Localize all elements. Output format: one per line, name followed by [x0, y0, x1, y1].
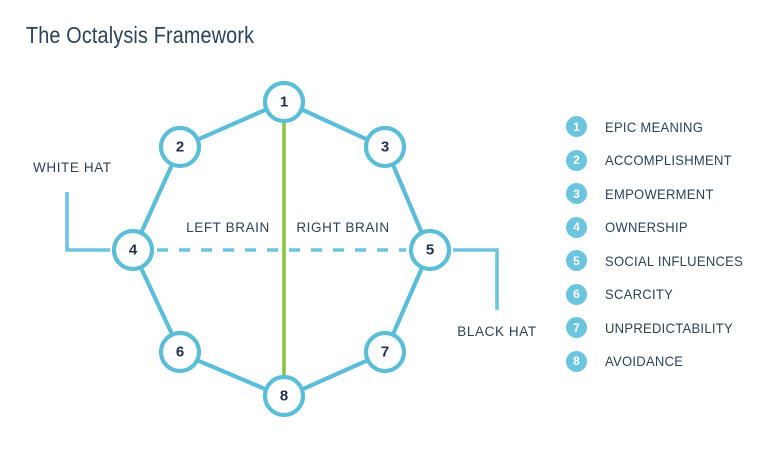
page-title: The Octalysis Framework	[26, 22, 255, 48]
legend-badge-1: 1	[566, 116, 587, 138]
edge-4-6	[139, 267, 174, 335]
edge-2-1	[196, 107, 268, 142]
node-8[interactable]: 8	[262, 374, 306, 418]
white-hat-bracket	[65, 192, 110, 252]
edge-5-7	[391, 267, 424, 335]
legend-item-3[interactable]: 3 EMPOWERMENT	[566, 177, 761, 211]
node-1[interactable]: 1	[262, 80, 306, 124]
octagon-nodes: 1 2 3 4 5 6 7	[111, 80, 452, 418]
legend-item-1[interactable]: 1 EPIC MEANING	[566, 110, 761, 144]
node-2[interactable]: 2	[158, 125, 202, 169]
edge-6-8	[196, 358, 268, 392]
legend-label-3: EMPOWERMENT	[605, 185, 714, 202]
legend-label-7: UNPREDICTABILITY	[605, 319, 733, 336]
black-hat-bracket	[453, 248, 499, 310]
legend-item-6[interactable]: 6 SCARCITY	[566, 278, 761, 312]
legend-badge-4: 4	[566, 216, 587, 238]
legend-label-1: EPIC MEANING	[605, 118, 704, 135]
edge-8-7	[300, 358, 369, 392]
node-4-label: 4	[129, 242, 138, 259]
legend-badge-6: 6	[566, 283, 587, 305]
node-6-label: 6	[176, 344, 184, 361]
legend-label-2: ACCOMPLISHMENT	[605, 152, 732, 169]
legend-label-5: SOCIAL INFLUENCES	[605, 252, 744, 269]
legend-badge-2: 2	[566, 149, 587, 171]
node-1-label: 1	[280, 94, 288, 111]
legend-label-4: OWNERSHIP	[605, 219, 688, 236]
node-2-label: 2	[176, 139, 184, 156]
node-7-label: 7	[381, 344, 389, 361]
edge-1-3	[300, 107, 369, 142]
legend-label-6: SCARCITY	[605, 286, 674, 303]
legend-label-8: AVOIDANCE	[605, 353, 684, 370]
white-hat-label: WHITE HAT	[33, 160, 112, 175]
legend-badge-8: 8	[566, 350, 587, 372]
legend-item-4[interactable]: 4 OWNERSHIP	[566, 211, 761, 245]
node-4[interactable]: 4	[111, 228, 155, 272]
edge-4-2	[139, 164, 174, 234]
legend-item-5[interactable]: 5 SOCIAL INFLUENCES	[566, 244, 761, 278]
black-hat-label: BLACK HAT	[457, 324, 536, 339]
legend-item-2[interactable]: 2 ACCOMPLISHMENT	[566, 144, 761, 178]
edge-3-5	[391, 164, 424, 234]
legend-item-7[interactable]: 7 UNPREDICTABILITY	[566, 311, 761, 345]
node-3[interactable]: 3	[363, 125, 407, 169]
node-6[interactable]: 6	[158, 330, 202, 374]
legend-item-8[interactable]: 8 AVOIDANCE	[566, 345, 761, 379]
legend-badge-3: 3	[566, 183, 587, 205]
node-7[interactable]: 7	[363, 330, 407, 374]
octagon-edges	[139, 107, 424, 392]
left-brain-label: LEFT BRAIN	[186, 220, 270, 235]
node-8-label: 8	[280, 388, 288, 405]
node-3-label: 3	[381, 139, 389, 156]
node-5-label: 5	[426, 242, 434, 259]
legend: 1 EPIC MEANING 2 ACCOMPLISHMENT 3 EMPOWE…	[566, 110, 761, 378]
right-brain-label: RIGHT BRAIN	[296, 220, 389, 235]
legend-badge-5: 5	[566, 250, 587, 272]
node-5[interactable]: 5	[408, 228, 452, 272]
legend-badge-7: 7	[566, 317, 587, 339]
